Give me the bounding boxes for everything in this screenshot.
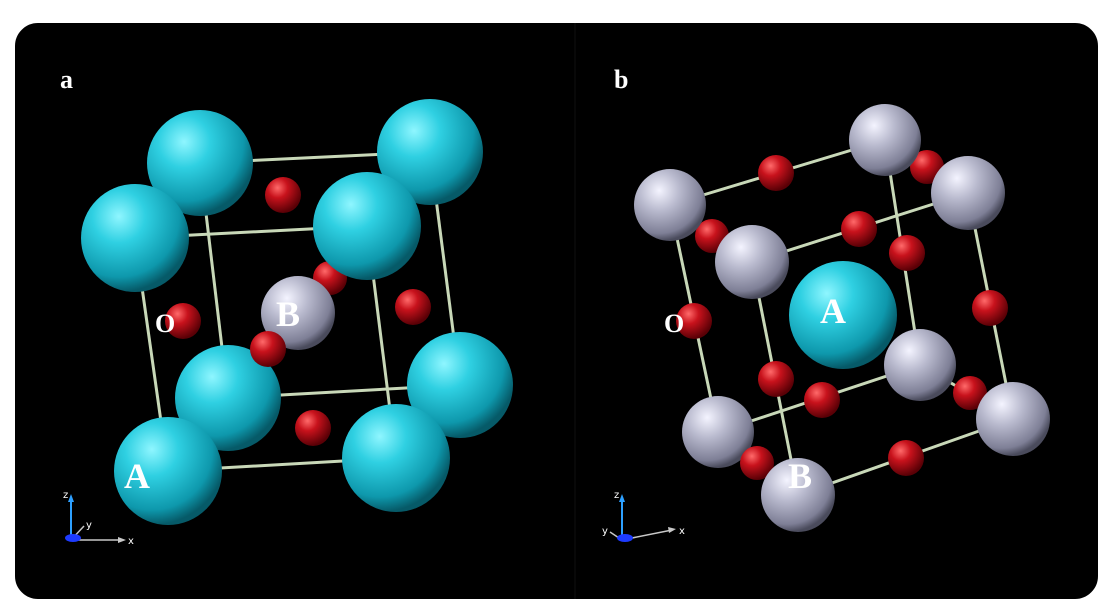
atom-a-sphere (114, 417, 222, 525)
panel-a: a O B A z y x (60, 65, 513, 547)
atom-a-sphere (377, 99, 483, 205)
panel-b-axis-x: x (679, 526, 685, 537)
panel-a-axis-triad: z y x (63, 490, 134, 547)
atom-o-sphere (804, 382, 840, 418)
atom-o-sphere (758, 361, 794, 397)
panel-b-axis-y: y (602, 526, 608, 537)
atom-b-sphere (884, 329, 956, 401)
panel-a-label-a: A (124, 456, 150, 496)
atom-a-sphere (407, 332, 513, 438)
panel-a-label-b: B (276, 294, 300, 334)
atom-b-sphere (849, 104, 921, 176)
atom-b-sphere (761, 458, 835, 532)
atom-o-sphere (889, 235, 925, 271)
atom-a-sphere (342, 404, 450, 512)
atom-o-sphere (395, 289, 431, 325)
atom-o-sphere (295, 410, 331, 446)
atom-o-sphere (841, 211, 877, 247)
atom-a-sphere (175, 345, 281, 451)
panel-a-letter: a (60, 65, 73, 94)
atom-o-sphere (953, 376, 987, 410)
panel-b-axis-triad: z y x (602, 490, 685, 542)
atom-a-sphere (313, 172, 421, 280)
atom-a-sphere (81, 184, 189, 292)
atom-o-sphere (888, 440, 924, 476)
panel-b-axis-z: z (614, 490, 619, 501)
atom-o-sphere (758, 155, 794, 191)
panel-b-label-o: O (664, 309, 684, 338)
atom-o-sphere (265, 177, 301, 213)
atom-b-sphere (976, 382, 1050, 456)
panel-b-label-b: B (788, 456, 812, 496)
figure-background (14, 22, 1099, 600)
atom-b-sphere (682, 396, 754, 468)
atom-o-sphere (165, 303, 201, 339)
atom-b-sphere (715, 225, 789, 299)
atom-b-sphere (931, 156, 1005, 230)
atom-b-sphere (634, 169, 706, 241)
panel-b-letter: b (614, 65, 628, 94)
panel-a-label-o: O (155, 309, 175, 338)
panel-a-axis-x: x (128, 536, 134, 547)
atom-a-sphere (147, 110, 253, 216)
panel-a-axis-z: z (63, 490, 68, 501)
panel-b: b O A B z y x (602, 65, 1050, 542)
atom-o-sphere (250, 331, 286, 367)
atom-a-sphere (789, 261, 897, 369)
panel-b-label-a: A (820, 291, 846, 331)
atom-b-sphere (261, 276, 335, 350)
atom-o-sphere (972, 290, 1008, 326)
panel-a-axis-y: y (86, 520, 92, 531)
atom-o-sphere (740, 446, 774, 480)
atom-o-sphere (676, 303, 712, 339)
figure-frame (13, 21, 1100, 601)
